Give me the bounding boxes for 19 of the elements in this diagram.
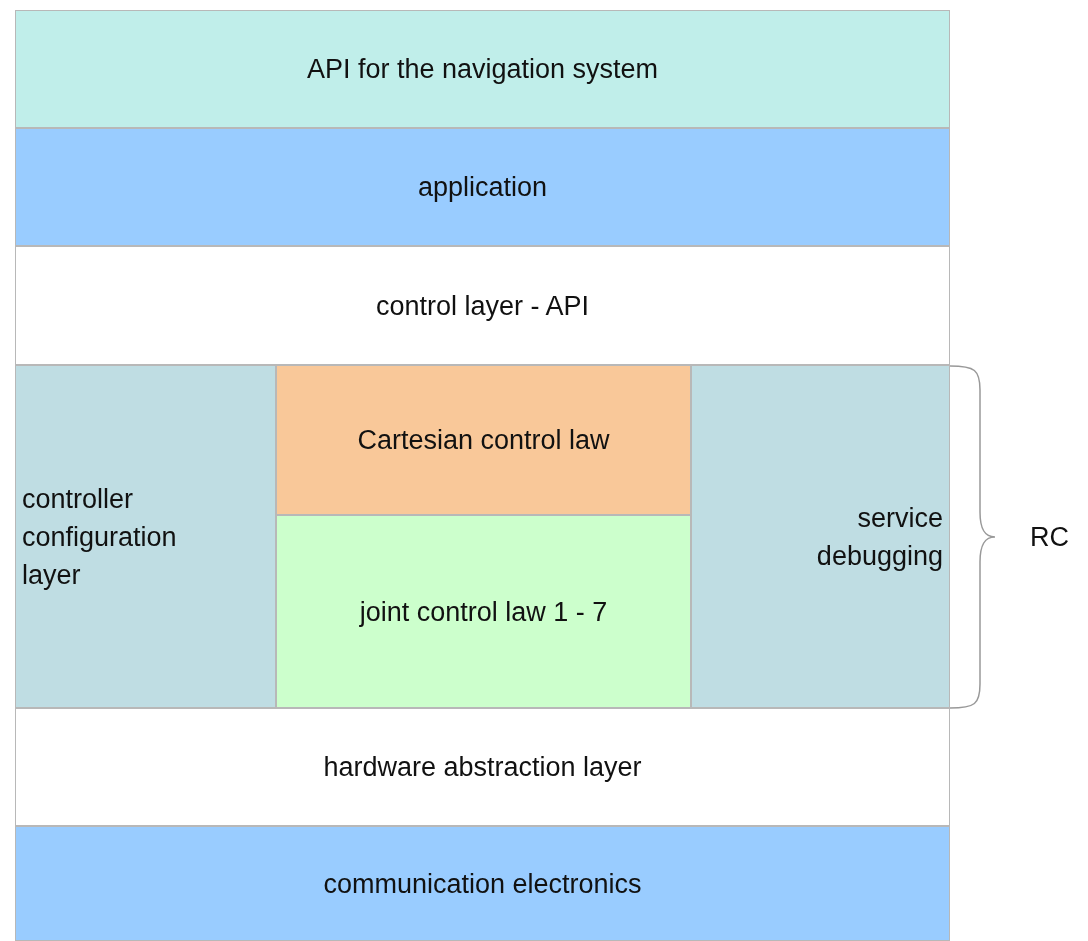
layer-block	[15, 10, 950, 128]
layer-block	[15, 708, 950, 826]
layer-block	[15, 128, 950, 246]
layer-name: application	[417, 171, 548, 204]
layer-name: service debugging	[815, 501, 943, 573]
layer-name: joint control law 1 - 7	[359, 595, 608, 629]
layer-block	[691, 365, 950, 708]
layer-block	[15, 826, 950, 941]
layer-name: API for the navigation system	[306, 53, 659, 86]
layer-name: controller configuration layer	[22, 482, 178, 592]
layer-name: control layer - API	[375, 289, 590, 323]
layer-name: hardware abstraction layer	[323, 751, 642, 784]
layer-name: Cartesian control law	[357, 424, 610, 457]
layer-block	[276, 515, 691, 708]
layer-block	[276, 365, 691, 515]
layer-block	[15, 365, 276, 708]
layer-block	[15, 246, 950, 365]
bracket-label: RC	[1030, 521, 1069, 554]
layer-name: communication electronics	[323, 867, 642, 901]
